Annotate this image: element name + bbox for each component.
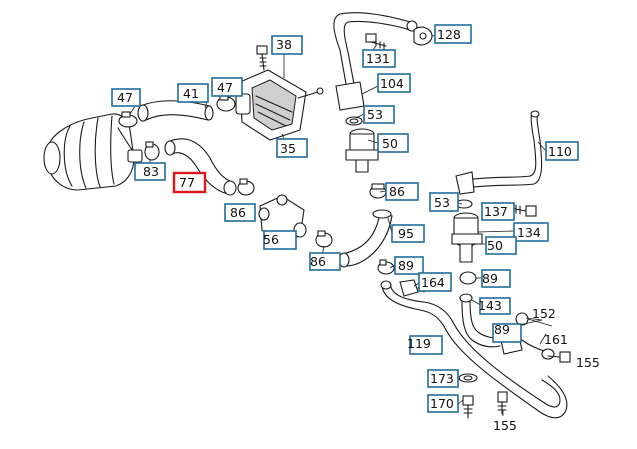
clamp-89-right-part xyxy=(459,271,477,285)
svg-text:173: 173 xyxy=(430,371,454,386)
valve-50-right-part xyxy=(451,212,483,263)
clamp-86-left-part xyxy=(237,178,255,196)
bolt-155-right-part xyxy=(547,351,571,363)
hose-95-part xyxy=(338,213,393,268)
svg-text:137: 137 xyxy=(484,204,508,219)
callout-56[interactable]: 56 xyxy=(263,230,297,250)
hose-77-part xyxy=(164,138,237,196)
callout-83[interactable]: 83 xyxy=(134,162,166,181)
washer-173-part xyxy=(458,373,478,383)
svg-text:53: 53 xyxy=(434,195,450,210)
callout-35[interactable]: 35 xyxy=(276,138,308,158)
engine-housing-part xyxy=(43,113,143,191)
callout-164[interactable]: 164 xyxy=(418,272,452,292)
svg-text:89: 89 xyxy=(494,322,510,337)
callout-41[interactable]: 41 xyxy=(177,83,209,103)
clamp-47-left-part xyxy=(118,111,138,128)
callout-143[interactable]: 143 xyxy=(478,297,511,315)
svg-text:86: 86 xyxy=(389,184,405,199)
clamp-47-right-part xyxy=(216,93,236,112)
callout-173[interactable]: 173 xyxy=(427,369,459,388)
callout-77[interactable]: 77 xyxy=(172,171,207,194)
pipe-119-part xyxy=(380,280,568,419)
valve-50-top-part xyxy=(345,128,379,173)
callout-47-right[interactable]: 47 xyxy=(211,77,243,97)
svg-text:50: 50 xyxy=(382,136,398,151)
svg-text:164: 164 xyxy=(421,275,445,290)
svg-text:143: 143 xyxy=(478,298,502,313)
svg-text:47: 47 xyxy=(117,90,133,105)
clamp-89-left-part xyxy=(377,259,395,275)
callout-86-middle[interactable]: 86 xyxy=(309,252,341,271)
ring-53-top-part xyxy=(345,116,363,126)
clamp-86-right-part xyxy=(369,183,387,199)
svg-text:53: 53 xyxy=(367,107,383,122)
bolt-131-part xyxy=(365,33,387,50)
pipe-104-part xyxy=(333,12,418,111)
clamp-83-part xyxy=(144,141,160,161)
svg-text:134: 134 xyxy=(517,225,541,240)
svg-text:104: 104 xyxy=(380,76,404,91)
svg-text:47: 47 xyxy=(217,80,233,95)
bolt-38-part xyxy=(256,45,268,71)
gasket-128-part xyxy=(413,26,433,46)
label-152: 152 xyxy=(532,306,556,321)
pipe-110-part xyxy=(455,110,543,195)
svg-text:50: 50 xyxy=(487,238,503,253)
callout-110[interactable]: 110 xyxy=(545,141,579,161)
callout-119[interactable]: 119 xyxy=(407,335,443,355)
svg-text:119: 119 xyxy=(407,336,431,351)
callout-86-left[interactable]: 86 xyxy=(224,203,256,222)
pipe-143-part xyxy=(459,293,503,348)
svg-text:56: 56 xyxy=(263,232,279,247)
svg-text:95: 95 xyxy=(398,226,414,241)
label-161: 161 xyxy=(544,332,568,347)
clamp-86-middle-part xyxy=(315,230,333,248)
callout-50-top[interactable]: 50 xyxy=(377,133,409,153)
bolt-155-bottom-part xyxy=(497,391,508,415)
callout-170[interactable]: 170 xyxy=(427,394,459,413)
svg-text:83: 83 xyxy=(143,164,159,179)
callout-53-top[interactable]: 53 xyxy=(363,105,395,124)
svg-text:128: 128 xyxy=(437,27,461,42)
callout-95[interactable]: 95 xyxy=(391,224,425,243)
label-155-bottom: 155 xyxy=(493,418,517,433)
callout-53-right[interactable]: 53 xyxy=(429,192,459,212)
hose-41-part xyxy=(137,100,214,122)
svg-text:110: 110 xyxy=(548,144,572,159)
callout-104[interactable]: 104 xyxy=(377,73,411,93)
svg-text:41: 41 xyxy=(183,86,199,101)
valve-block-35-part xyxy=(235,69,324,141)
union-152-part xyxy=(515,312,553,327)
bolt-170-part xyxy=(462,395,474,419)
callout-47-left[interactable]: 47 xyxy=(111,88,141,107)
callout-89-right[interactable]: 89 xyxy=(481,269,511,288)
svg-text:38: 38 xyxy=(276,37,292,52)
svg-text:89: 89 xyxy=(482,271,498,286)
callout-50-right[interactable]: 50 xyxy=(485,236,517,255)
callout-38[interactable]: 38 xyxy=(271,35,303,55)
callout-131[interactable]: 131 xyxy=(362,49,396,68)
callout-137[interactable]: 137 xyxy=(481,202,515,221)
label-155-right: 155 xyxy=(576,355,600,370)
callout-128[interactable]: 128 xyxy=(434,24,472,44)
svg-text:89: 89 xyxy=(398,258,414,273)
callout-86-right[interactable]: 86 xyxy=(385,182,419,201)
svg-text:131: 131 xyxy=(366,51,390,66)
callout-134[interactable]: 134 xyxy=(513,222,549,242)
svg-text:170: 170 xyxy=(430,396,454,411)
callout-89-lower[interactable]: 89 xyxy=(492,322,522,343)
callout-89-left[interactable]: 89 xyxy=(394,256,424,275)
svg-text:86: 86 xyxy=(230,205,246,220)
ring-95-part xyxy=(372,209,392,219)
svg-text:77: 77 xyxy=(179,175,195,190)
svg-text:86: 86 xyxy=(310,254,326,269)
svg-text:35: 35 xyxy=(280,141,296,156)
